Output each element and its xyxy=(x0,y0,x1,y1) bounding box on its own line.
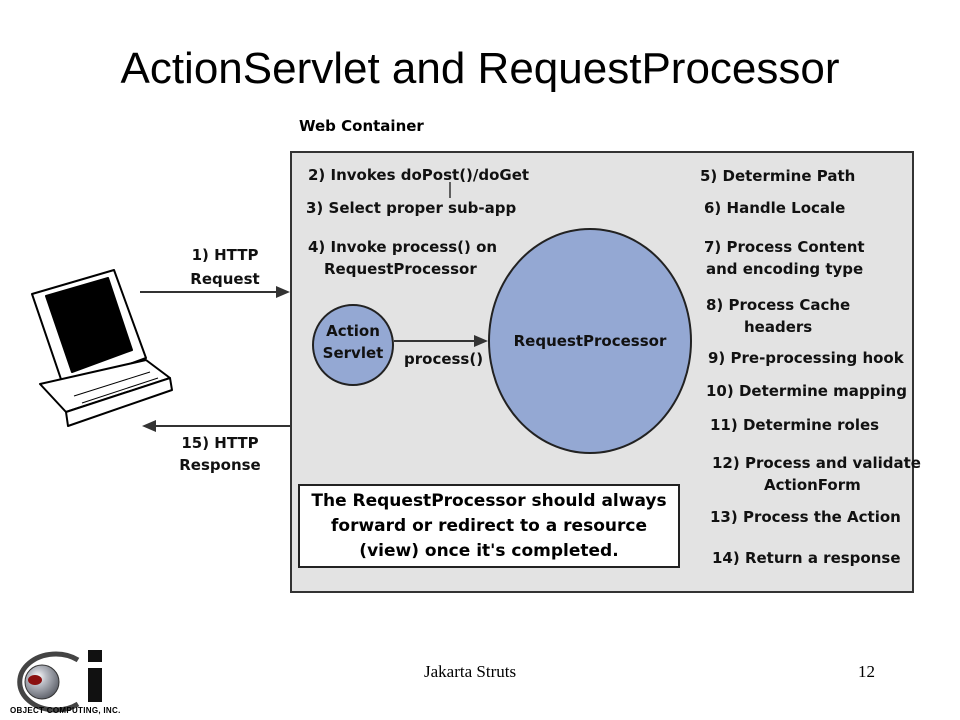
note-line-3: (view) once it's completed. xyxy=(359,541,619,561)
process-arrow xyxy=(394,335,488,347)
step-2-label: 2) Invokes doPost()/doGet xyxy=(308,166,530,184)
response-arrow xyxy=(142,420,290,432)
note-line-2: forward or redirect to a resource xyxy=(331,516,647,536)
web-container-label: Web Container xyxy=(299,117,424,135)
action-servlet-label-line2: Servlet xyxy=(322,344,384,362)
logo-caption: OBJECT COMPUTING, INC. xyxy=(10,706,121,715)
request-label-line2: Request xyxy=(190,270,260,288)
step-3-label: 3) Select proper sub-app xyxy=(306,199,517,217)
slide-title: ActionServlet and RequestProcessor xyxy=(120,44,840,93)
step-6-label: 6) Handle Locale xyxy=(704,199,846,217)
request-label-line1: 1) HTTP xyxy=(191,246,259,264)
process-call-label: process() xyxy=(404,350,484,368)
step-9-label: 9) Pre-processing hook xyxy=(708,349,904,367)
step-8-label-line2: headers xyxy=(744,318,813,336)
laptop-icon xyxy=(31,269,173,427)
request-processor-label: RequestProcessor xyxy=(513,332,667,350)
step-8-label-line1: 8) Process Cache xyxy=(706,296,851,314)
note-box: The RequestProcessor should always forwa… xyxy=(298,484,680,568)
step-4-label-line1: 4) Invoke process() on xyxy=(308,238,498,256)
step-4-label-line2: RequestProcessor xyxy=(324,260,477,278)
step-10-label: 10) Determine mapping xyxy=(706,382,907,400)
step-7-label-line2: and encoding type xyxy=(706,260,864,278)
step-7-label-line1: 7) Process Content xyxy=(704,238,865,256)
action-servlet-circle xyxy=(312,304,394,386)
request-processor-circle xyxy=(488,228,692,454)
step-12-label-line2: ActionForm xyxy=(764,476,861,494)
page-number: 12 xyxy=(858,662,875,681)
footer-center-text: Jakarta Struts xyxy=(424,662,517,681)
step-12-label-line1: 12) Process and validate xyxy=(712,454,921,472)
step-5-label: 5) Determine Path xyxy=(700,167,856,185)
response-label-line1: 15) HTTP xyxy=(181,434,259,452)
step-14-label: 14) Return a response xyxy=(712,549,901,567)
step-11-label: 11) Determine roles xyxy=(710,416,880,434)
action-servlet-label-line1: Action xyxy=(326,322,380,340)
response-label-line2: Response xyxy=(179,456,261,474)
request-arrow xyxy=(140,286,290,298)
step-13-label: 13) Process the Action xyxy=(710,508,901,526)
note-line-1: The RequestProcessor should always xyxy=(311,491,667,511)
